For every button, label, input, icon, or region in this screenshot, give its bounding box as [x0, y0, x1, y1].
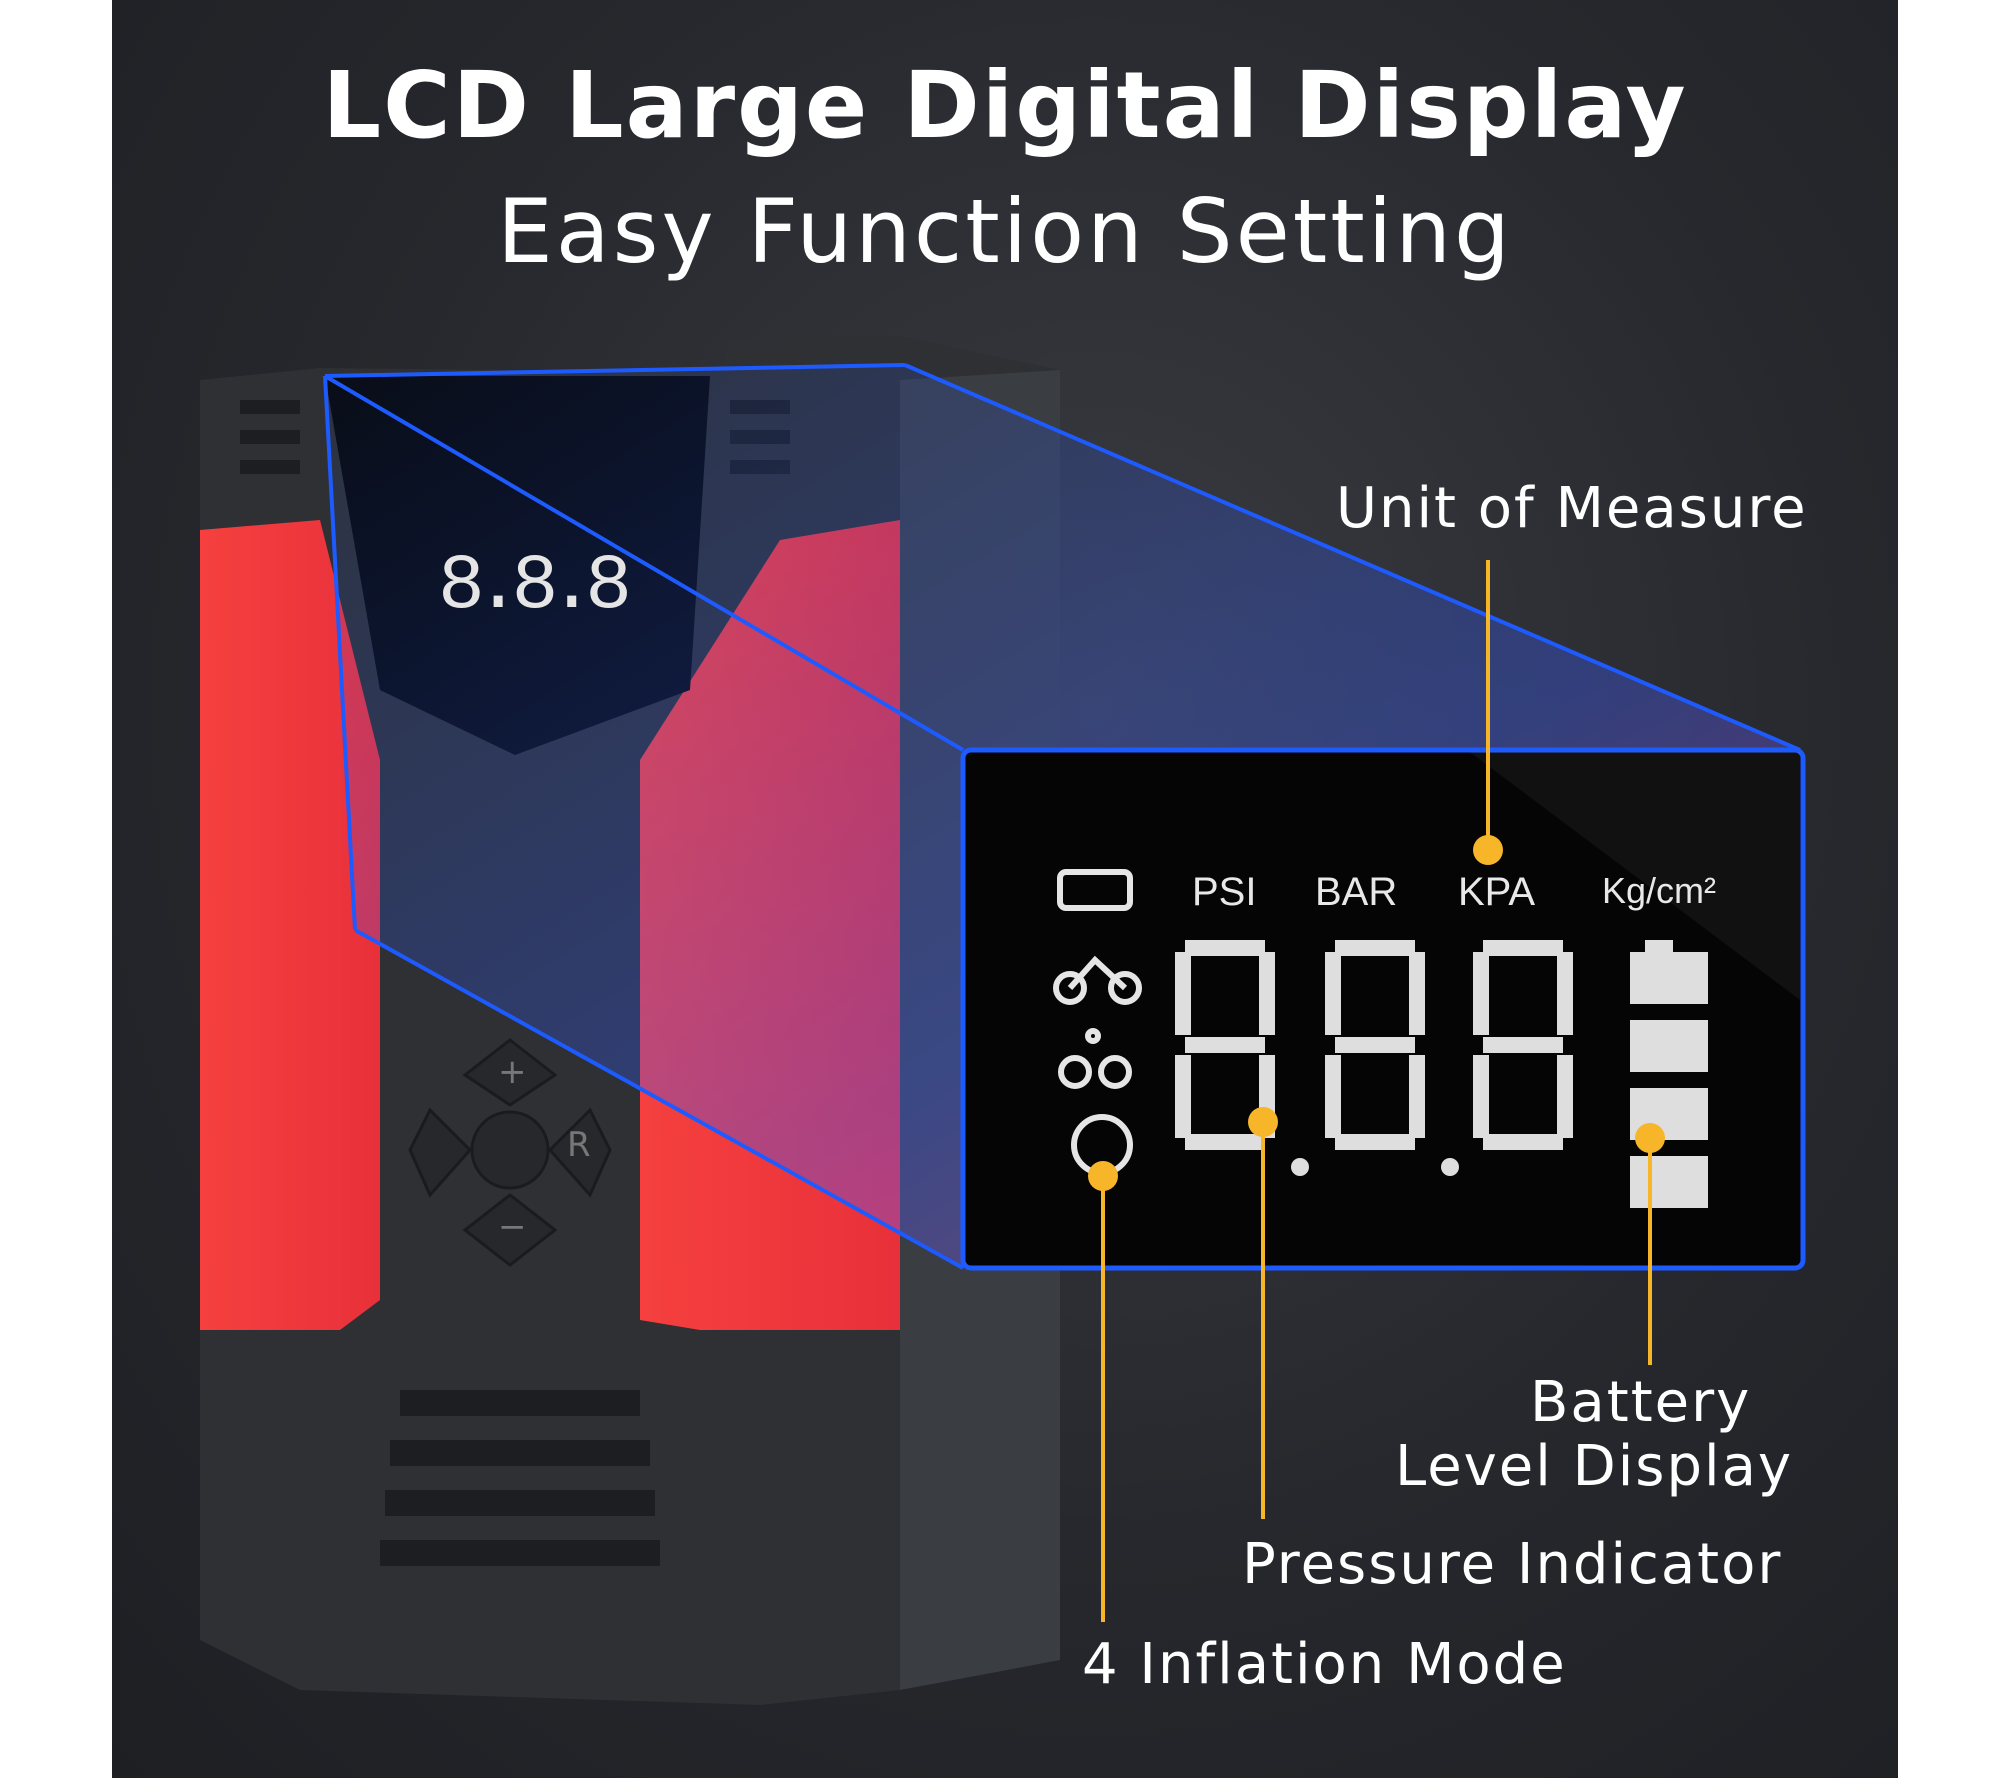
digit-segment — [1185, 940, 1265, 956]
digit-segment — [1325, 1055, 1341, 1138]
digit-segment — [1557, 1055, 1573, 1138]
digit-segment — [1325, 952, 1341, 1035]
battery-bar — [1630, 1156, 1708, 1208]
leader-lines — [1101, 560, 1652, 1622]
decimal-point — [1291, 1158, 1309, 1176]
digit-segment — [1473, 1055, 1489, 1138]
device-buttons — [408, 1038, 612, 1267]
motorcycle-icon — [1053, 955, 1142, 1005]
digit-segment — [1483, 1037, 1563, 1053]
battery-bar — [1630, 1020, 1708, 1072]
lcd-panel — [960, 747, 1806, 1271]
bicycle-icon — [1058, 1028, 1132, 1089]
plus-button[interactable]: + — [498, 1052, 527, 1092]
label-pressure-indicator: Pressure Indicator — [1242, 1532, 1783, 1597]
digit-segment — [1483, 940, 1563, 956]
digit-segment — [1335, 1134, 1415, 1150]
digit-segment — [1185, 1037, 1265, 1053]
decimal-point — [1441, 1158, 1459, 1176]
digit-segment — [1473, 952, 1489, 1035]
digit-segment — [1557, 952, 1573, 1035]
digit-segment — [1483, 1134, 1563, 1150]
unit-bar: BAR — [1315, 870, 1398, 914]
label-battery: Battery — [1530, 1370, 1752, 1435]
label-inflation-mode: 4 Inflation Mode — [1082, 1632, 1567, 1697]
page-title: LCD Large Digital Display — [322, 52, 1688, 159]
digit-segment — [1175, 1055, 1191, 1138]
digit-segment — [1185, 1134, 1265, 1150]
digit-segment — [1409, 1055, 1425, 1138]
digit-segment — [1335, 1037, 1415, 1053]
red-panel-left — [200, 520, 380, 1330]
battery-bar — [1630, 952, 1708, 1004]
digit-segment — [1259, 952, 1275, 1035]
minus-button[interactable]: − — [498, 1207, 527, 1247]
callout-dots — [1088, 835, 1665, 1191]
page-subtitle: Easy Function Setting — [497, 180, 1513, 283]
car-icon — [1057, 869, 1133, 911]
mode-icons — [1053, 869, 1142, 1176]
label-level-display: Level Display — [1395, 1434, 1794, 1499]
unit-psi: PSI — [1192, 870, 1257, 914]
device-lcd-reading: 8.8.8 — [438, 543, 632, 631]
projection-lines — [323, 363, 1801, 1270]
battery-terminal — [1645, 940, 1673, 954]
digit-segment — [1409, 952, 1425, 1035]
reset-button[interactable]: R — [567, 1125, 591, 1165]
unit-kgcm2: Kg/cm² — [1602, 870, 1717, 911]
unit-kpa: KPA — [1458, 870, 1536, 914]
digit-segment — [1175, 952, 1191, 1035]
label-unit-of-measure: Unit of Measure — [1336, 476, 1808, 541]
digit-segment — [1335, 940, 1415, 956]
